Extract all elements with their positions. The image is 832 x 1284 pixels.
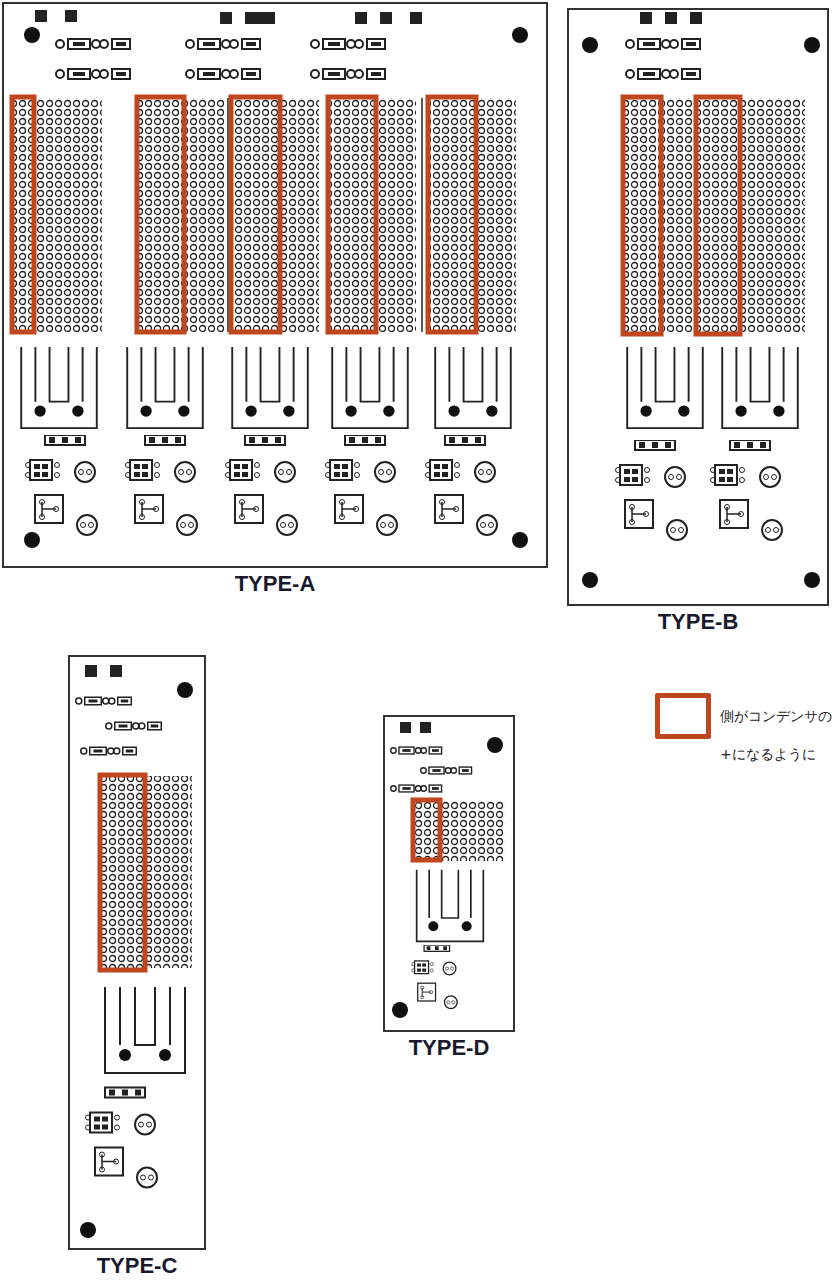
board-type-label: TYPE-C — [30, 1254, 244, 1278]
legend-text: 側がコンデンサの +になるように — [720, 697, 832, 773]
board-type-label: TYPE-A — [0, 572, 586, 596]
pcb-board: TYPE-A — [2, 2, 548, 568]
legend-swatch — [655, 693, 711, 739]
pcb-board: TYPE-B — [567, 8, 829, 606]
board-type-label: TYPE-D — [345, 1036, 553, 1060]
pcb-board: TYPE-C — [68, 655, 206, 1250]
board-type-label: TYPE-B — [529, 610, 832, 634]
pcb-board: TYPE-D — [383, 715, 515, 1032]
